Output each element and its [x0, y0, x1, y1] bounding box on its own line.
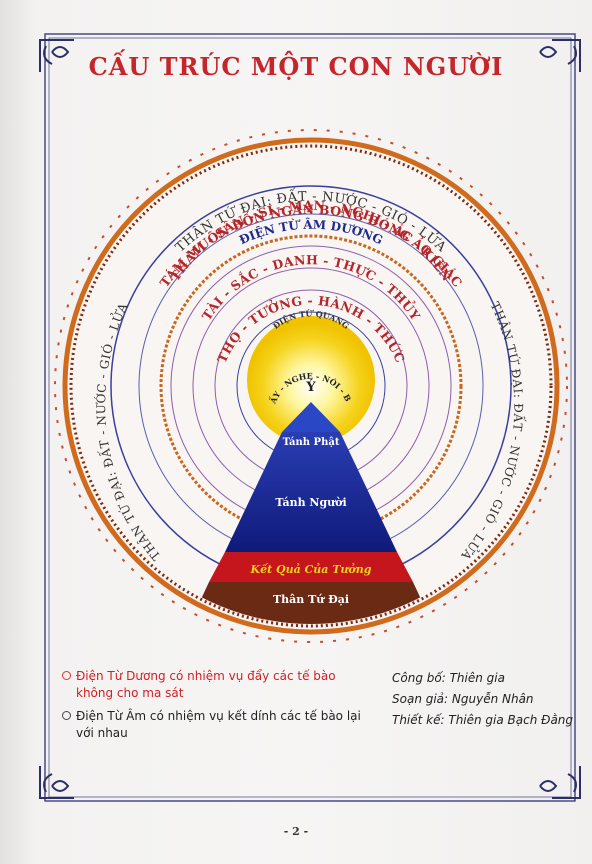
- pyramid-top-label: Tánh Phật: [283, 437, 340, 448]
- notes: Điện Từ Dương có nhiệm vụ đẩy các tế bào…: [62, 668, 372, 748]
- pyramid-base-label: Thân Tứ Đại: [273, 593, 349, 606]
- note-text-positive: Điện Từ Dương có nhiệm vụ đẩy các tế bào…: [76, 669, 336, 700]
- note-text-negative: Điện Từ Âm có nhiệm vụ kết dính các tế b…: [76, 709, 361, 740]
- page-title: CẤU TRÚC MỘT CON NGƯỜI: [88, 52, 504, 81]
- pyramid-band: [209, 552, 413, 582]
- center-label: Ý: [305, 379, 316, 395]
- credit-author: Soạn giả: Nguyễn Nhân: [392, 692, 534, 706]
- credit-publisher: Công bố: Thiên gia: [392, 671, 505, 685]
- pyramid-top: [282, 402, 340, 432]
- pyramid-base: [182, 582, 440, 624]
- pyramid-middle: [225, 432, 397, 552]
- corner-ornament-icon: [39, 39, 581, 799]
- pyramid-middle-label: Tánh Người: [275, 496, 346, 509]
- bullet-icon: [62, 711, 71, 720]
- sun-icon: [247, 316, 375, 444]
- note-item: Điện Từ Âm có nhiệm vụ kết dính các tế b…: [62, 708, 372, 742]
- pyramid: [182, 402, 440, 624]
- pyramid-band-label: Kết Quả Của Tưởng: [250, 563, 372, 576]
- note-item: Điện Từ Dương có nhiệm vụ đẩy các tế bào…: [62, 668, 372, 702]
- outer-rays: [54, 129, 568, 643]
- page-number: - 2 -: [283, 825, 309, 838]
- bullet-icon: [62, 671, 71, 680]
- credit-designer: Thiết kế: Thiên gia Bạch Đằng: [392, 713, 574, 727]
- credits: Công bố: Thiên gia Soạn giả: Nguyễn Nhân…: [392, 668, 574, 731]
